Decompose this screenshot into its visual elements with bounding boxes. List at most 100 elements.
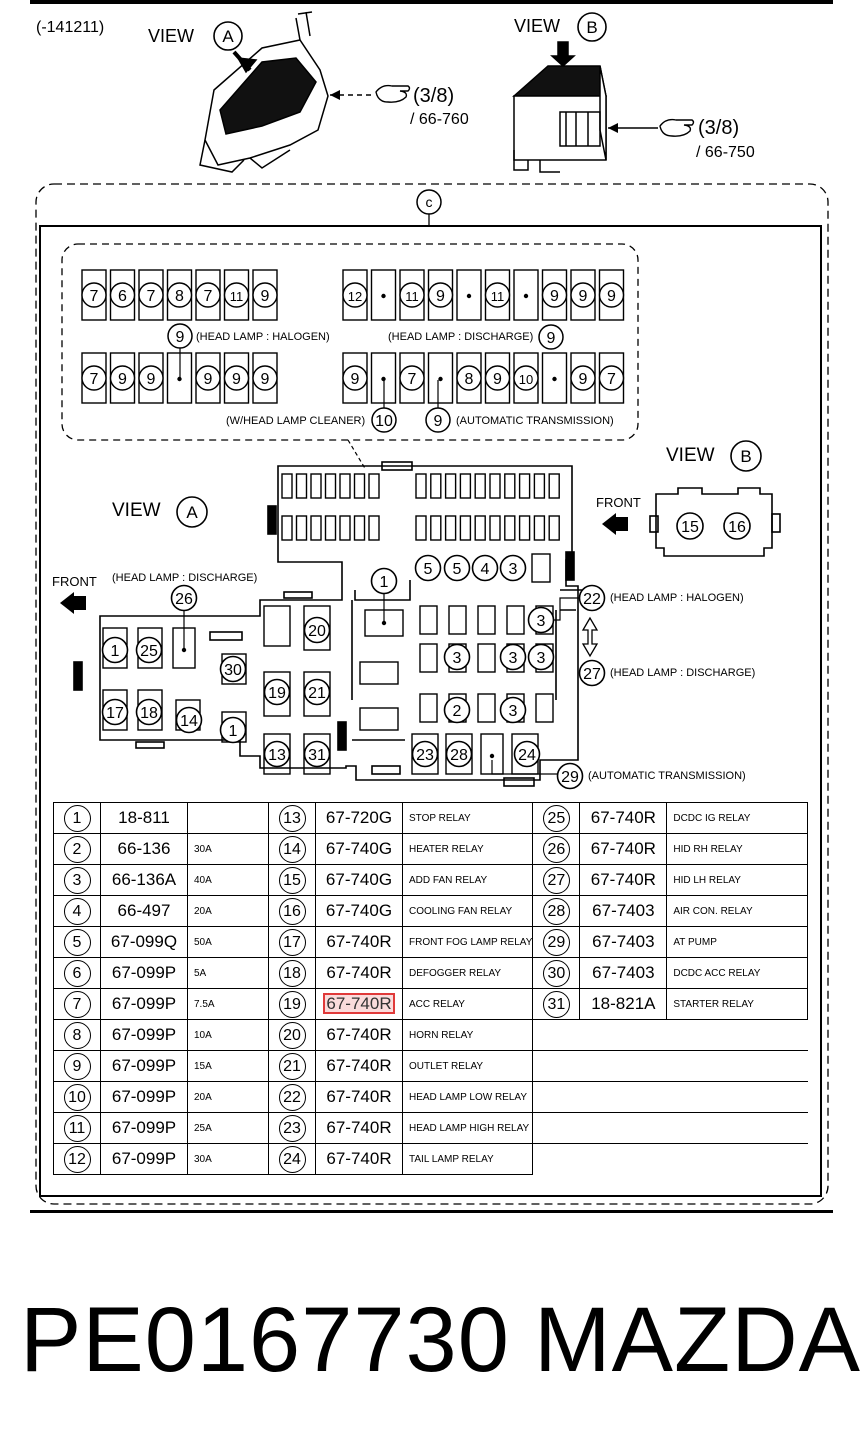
ref-number-cell: 24 [268, 1143, 316, 1175]
view-b-main-letter: B [740, 447, 751, 466]
part-number: 67-099P [111, 994, 177, 1013]
description: 30A [187, 1143, 269, 1175]
inset-right-top-fuse [456, 269, 482, 321]
view-a-ref-sub: / 66-760 [410, 111, 469, 128]
description: STOP RELAY [401, 802, 534, 834]
description: 50A [187, 926, 269, 958]
ref-number: 13 [278, 804, 306, 832]
fuse-slot [448, 605, 467, 635]
ref-number-cell: 4 [53, 895, 101, 927]
ref-number: 17 [278, 928, 306, 956]
footer-part-number: PE0167730 [20, 1289, 510, 1391]
ref-number: 16 [278, 897, 306, 925]
ref-number: 28 [542, 897, 570, 925]
ref-number: 27 [542, 866, 570, 894]
inset-right-bottom-fuse [541, 352, 568, 404]
description: 25A [187, 1112, 269, 1144]
fuse-slot [459, 515, 472, 541]
part-number: 18-821A [591, 994, 656, 1013]
ref-number-cell: 31 [532, 988, 581, 1020]
view-a-main-word: VIEW [112, 500, 161, 521]
bottom-rule [30, 1210, 833, 1213]
part-number-cell: 67-740R [579, 802, 668, 834]
main-fuse-box [73, 461, 582, 787]
fuse-slot [459, 473, 472, 499]
inset-right-top-fuse-label: 11 [405, 289, 419, 304]
callout-23: 23 [416, 747, 434, 764]
inset-right-bottom-fuse-label: 7 [607, 371, 616, 388]
fuse-slot [533, 473, 546, 499]
inset-callout-halogen: 9 [176, 329, 185, 346]
description: HEAD LAMP LOW RELAY [401, 1081, 534, 1113]
part-number: 67-7403 [592, 901, 655, 920]
callout-1: 1 [111, 643, 120, 660]
view-b-relay-15: 15 [681, 519, 699, 536]
callout-28: 28 [450, 747, 468, 764]
part-number-cell: 67-099P [100, 988, 188, 1020]
view-b-word: VIEW [514, 16, 560, 36]
front-label-b: FRONT [596, 495, 641, 510]
inset-right-top-fuse-label: 9 [579, 288, 588, 305]
ref-number-cell: 3 [53, 864, 101, 896]
fuse-slot [419, 643, 438, 673]
callout-18: 18 [140, 705, 158, 722]
ref-number: 25 [542, 804, 570, 832]
callout-3: 3 [509, 650, 518, 667]
part-number: 67-740R [326, 932, 392, 951]
fuse-slot [548, 473, 560, 499]
part-number-cell: 67-740G [315, 833, 403, 865]
at-label-a: (AUTOMATIC TRANSMISSION) [588, 770, 746, 782]
inset-left-top-fuse-label: 7 [204, 288, 213, 305]
inset-left-bottom-fuse-label: 9 [118, 371, 127, 388]
part-number-cell: 67-099P [100, 957, 188, 989]
callout-26: 26 [175, 591, 193, 608]
ref-number: 9 [63, 1052, 91, 1080]
ref-number-cell: 20 [268, 1019, 316, 1051]
callout-3: 3 [509, 561, 518, 578]
fuse-slot [310, 515, 322, 541]
callout-2: 2 [453, 703, 462, 720]
ref-number-cell: 23 [268, 1112, 316, 1144]
inset-right-bottom-fuse-label: 9 [493, 371, 502, 388]
ref-number: 14 [278, 835, 306, 863]
description: ACC RELAY [401, 988, 534, 1020]
inset-right-bottom-fuse-label: 9 [351, 371, 360, 388]
fuse-slot [339, 473, 351, 499]
callout-25: 25 [140, 643, 158, 660]
part-number-cell: 67-099P [100, 1050, 188, 1082]
part-number-cell: 67-099P [100, 1143, 188, 1175]
ref-number-cell: 12 [53, 1143, 101, 1175]
part-number-cell: 67-099P [100, 1019, 188, 1051]
fuse-slot [324, 515, 337, 541]
ref-number: 7 [63, 990, 91, 1018]
ref-number-cell: 25 [532, 802, 581, 834]
callout-20: 20 [308, 623, 326, 640]
ref-number-cell: 2 [53, 833, 101, 865]
inset-right-bottom-fuse-label: 7 [408, 371, 417, 388]
callout-5: 5 [424, 561, 433, 578]
inset-right-bottom-fuse-label: 10 [519, 372, 533, 387]
front-label-a: FRONT [52, 574, 97, 589]
part-number-cell: 67-7403 [579, 926, 668, 958]
callout-1: 1 [229, 723, 238, 740]
ref-number: 11 [63, 1114, 91, 1142]
part-number: 67-720G [325, 808, 393, 827]
ref-number: 12 [63, 1145, 91, 1173]
inset-left-top-fuse-label: 9 [261, 288, 270, 305]
fuse-slot [368, 515, 380, 541]
description: HORN RELAY [401, 1019, 534, 1051]
part-number-cell: 67-740R [315, 1081, 403, 1113]
description [187, 802, 269, 834]
inset-right-top-fuse-label: 12 [348, 289, 362, 304]
part-number: 67-740R [326, 1087, 392, 1106]
part-number-cell: 67-740G [315, 895, 403, 927]
inset-left-top-fuse-label: 11 [230, 289, 244, 304]
callout-29: 29 [561, 769, 579, 786]
fuse-slot [444, 515, 457, 541]
view-b-main-word: VIEW [666, 445, 715, 466]
part-number-cell: 67-740R [315, 988, 403, 1020]
part-number-cell: 67-720G [315, 802, 403, 834]
fuse-slot [548, 515, 560, 541]
inset-left-top-fuse-label: 7 [147, 288, 156, 305]
